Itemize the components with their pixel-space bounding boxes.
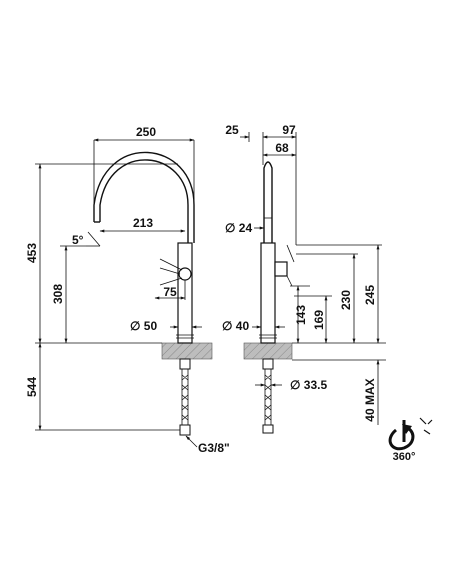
dim-308-label: 308 bbox=[51, 284, 65, 304]
side-hose bbox=[264, 369, 272, 425]
front-spout bbox=[99, 159, 189, 243]
thread-g38-label: G3/8" bbox=[198, 441, 230, 455]
front-countertop bbox=[161, 342, 213, 360]
dim-169-label: 169 bbox=[312, 310, 326, 330]
front-nut bbox=[179, 358, 191, 370]
dia-50-label: ∅ 50 bbox=[130, 319, 157, 333]
side-lever bbox=[274, 261, 288, 277]
dim-544-label: 544 bbox=[25, 377, 39, 397]
dim-68-label: 68 bbox=[275, 141, 289, 155]
dim-213-label: 213 bbox=[133, 216, 153, 230]
dim-40max-label: 40 MAX bbox=[363, 378, 377, 421]
dim-250-label: 250 bbox=[136, 125, 156, 139]
dim-453-label: 453 bbox=[25, 243, 39, 263]
angle-5-label: 5° bbox=[72, 233, 84, 247]
dia-24-label: ∅ 24 bbox=[225, 221, 252, 235]
dim-25-label: 25 bbox=[225, 123, 239, 137]
rotation-arrow-icon: 360° bbox=[388, 417, 433, 463]
side-countertop bbox=[243, 342, 293, 360]
dim-75-label: 75 bbox=[163, 285, 177, 299]
front-view: 250 213 5° 453 308 75 ∅ 50 544 G3/8" bbox=[25, 125, 230, 455]
dim-143-label: 143 bbox=[294, 305, 308, 325]
side-body bbox=[260, 242, 276, 344]
side-spout bbox=[263, 161, 273, 243]
front-hose bbox=[181, 369, 189, 425]
dim-245-label: 245 bbox=[363, 285, 377, 305]
dim-230-label: 230 bbox=[339, 290, 353, 310]
dia-33-5-label: ∅ 33.5 bbox=[290, 378, 327, 392]
side-view: 25 97 68 ∅ 24 ∅ 40 ∅ 33.5 143 169 230 24… bbox=[222, 123, 386, 434]
rotation-360-label: 360° bbox=[393, 451, 416, 463]
front-lever bbox=[159, 267, 181, 275]
dia-40-label: ∅ 40 bbox=[222, 319, 249, 333]
dim-97-label: 97 bbox=[282, 123, 296, 137]
